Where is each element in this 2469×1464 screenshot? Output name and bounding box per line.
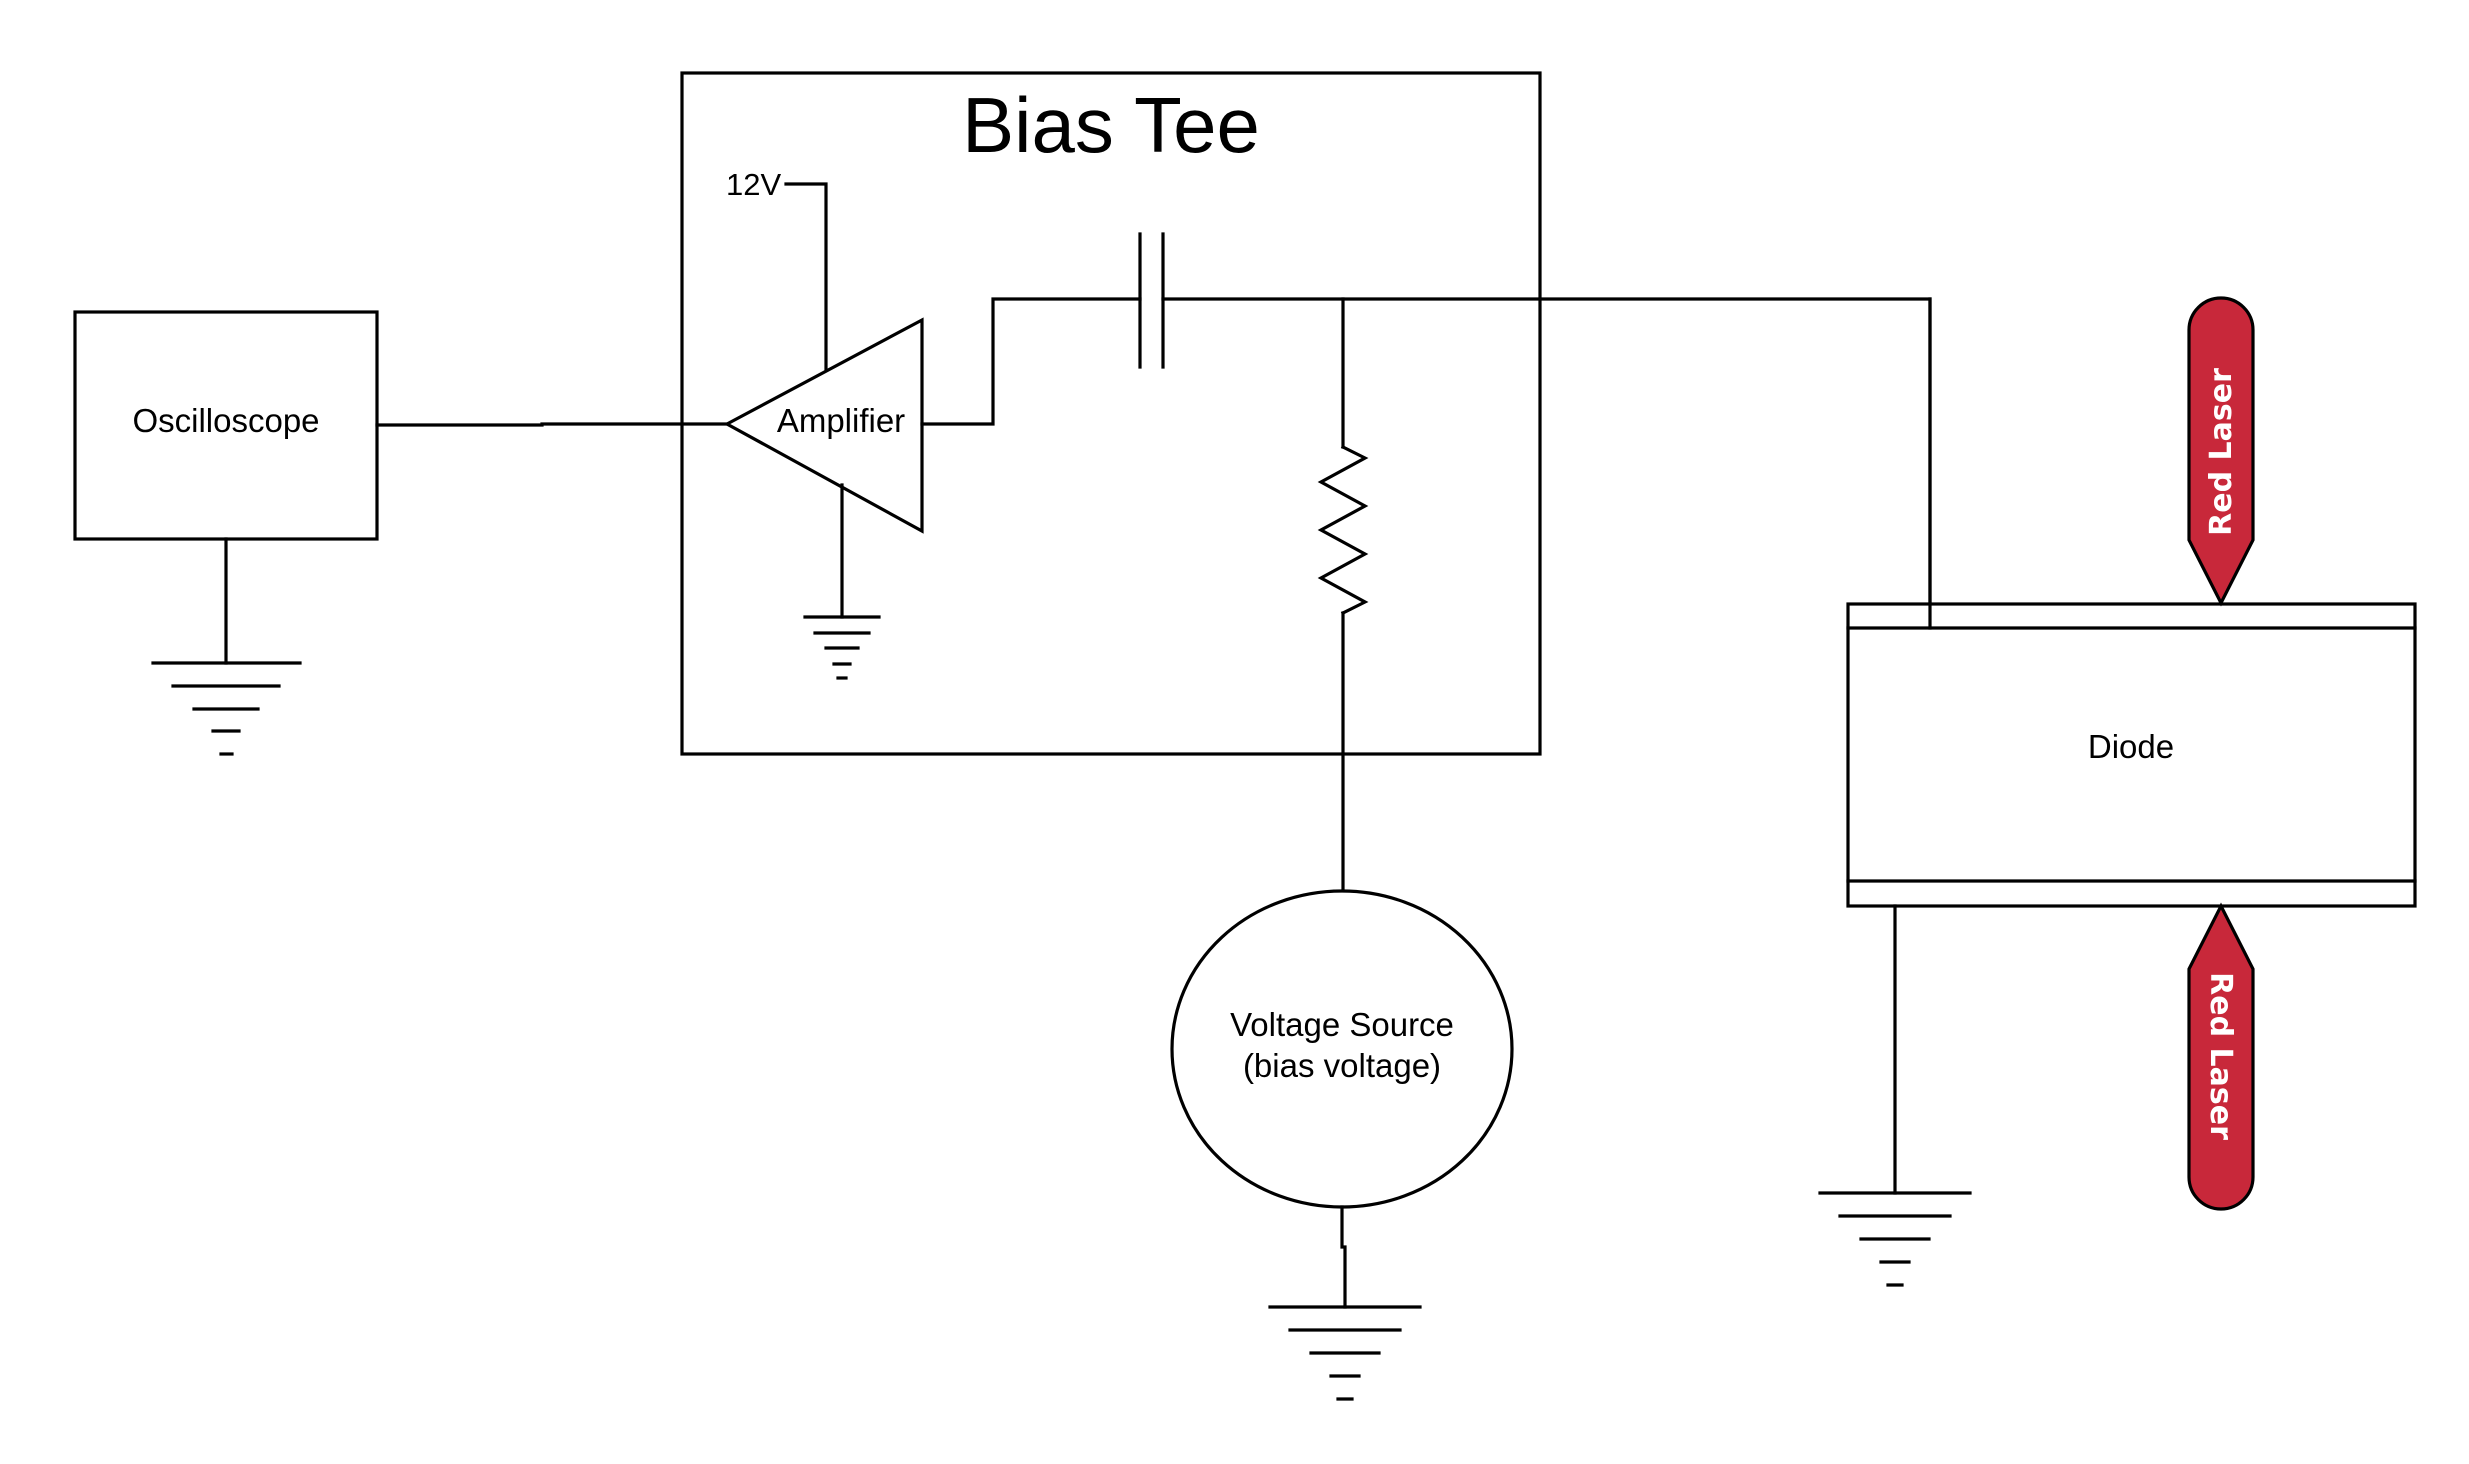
red-laser-bottom: Red Laser: [2187, 902, 2255, 1211]
red-laser-top-label: Red Laser: [2204, 368, 2239, 536]
oscilloscope-label: Oscilloscope: [132, 402, 319, 439]
red-laser-top: Red Laser: [2187, 296, 2255, 607]
ground-symbol-amplifier: [803, 483, 881, 680]
wire-12v-supply: [784, 182, 828, 372]
ground-symbol-diode: [1818, 904, 1972, 1287]
wire-amplifier-capacitor: [920, 297, 1142, 426]
diode-box: [1846, 602, 2417, 908]
amplifier-label: Amplifier: [777, 402, 905, 439]
red-laser-bottom-label: Red Laser: [2203, 972, 2238, 1140]
ground-symbol-voltage-source: [1268, 1205, 1422, 1401]
oscilloscope-box: [73, 310, 379, 541]
resistor-symbol: [1317, 444, 1369, 616]
supply-12v-label: 12V: [726, 167, 781, 202]
wire-oscilloscope-amplifier: [375, 422, 729, 427]
bias-tee-title: Bias Tee: [962, 81, 1260, 169]
voltage-source-label-line1: Voltage Source: [1230, 1006, 1454, 1043]
ground-symbol-oscilloscope: [151, 537, 302, 756]
voltage-source-label-line2: (bias voltage): [1243, 1047, 1441, 1084]
diode-label: Diode: [2088, 728, 2174, 765]
